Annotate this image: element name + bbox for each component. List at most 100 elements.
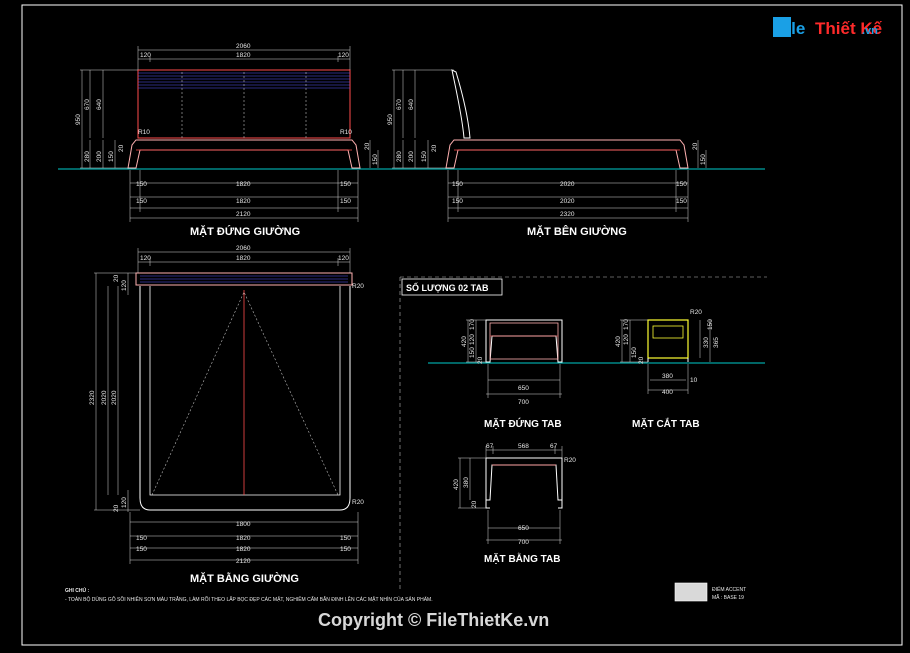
dim-right-a: 20 <box>364 142 371 150</box>
plan-tab-title: MẶT BẰNG TAB <box>484 552 560 565</box>
dim-bot-b-left: 150 <box>452 198 463 205</box>
bed-rail-outline <box>127 139 361 169</box>
dim-right-c: 150 <box>707 319 714 330</box>
dim-bot-total: 2320 <box>560 211 575 218</box>
dim-bot-c-left: 150 <box>136 546 147 553</box>
dim-top-total: 2060 <box>236 43 251 50</box>
dim-bot-b-mid: 1820 <box>236 535 251 542</box>
dim-bot-b: 700 <box>518 399 529 406</box>
plan-headboard <box>135 272 353 286</box>
dim-bot-b-right: 150 <box>340 198 351 205</box>
dim-bot-right: 10 <box>690 377 698 384</box>
dim-right-a: 330 <box>703 337 710 348</box>
cut-tab-section <box>647 319 689 359</box>
dim-bot-c-right: 150 <box>340 546 351 553</box>
dim-left-top-b: 20 <box>113 274 120 282</box>
dim-left-d: 200 <box>96 151 103 162</box>
plan-tab-view: 67 568 67 420 380 20 R20 650 700 MẶT BẰN… <box>453 443 576 565</box>
dim-left-e: 150 <box>108 151 115 162</box>
notes-line-1: - TOÀN BỘ DÙNG GỖ SỒI NHIÊN SƠN MÀU TRẮN… <box>65 595 433 603</box>
dim-bot-a: 650 <box>518 525 529 532</box>
front-tab-title: MẶT ĐỨNG TAB <box>484 417 562 430</box>
dim-left-b: 640 <box>408 99 415 110</box>
dim-top-left: 67 <box>486 443 494 450</box>
dim-bot-b-left: 150 <box>136 535 147 542</box>
plan-frame-outer <box>139 286 351 511</box>
tab-section-title: SỐ LƯỢNG 02 TAB <box>406 282 489 293</box>
dim-right-b: 150 <box>372 154 379 165</box>
logo-part-thietke: Thiết Kế <box>815 19 883 38</box>
side-bed-title: MẶT BÊN GIƯỜNG <box>527 225 627 238</box>
tab-section-label-box <box>401 278 503 296</box>
dim-left-a: 170 <box>623 319 630 330</box>
dim-bot-c-mid: 1820 <box>236 546 251 553</box>
dim-bot-a-mid: 1820 <box>236 181 251 188</box>
dim-bot-a-left: 150 <box>136 181 147 188</box>
dim-top-right: 67 <box>550 443 558 450</box>
side-bed-view: 950 670 640 280 200 150 20 20 150 150 20… <box>385 69 765 238</box>
cut-tab-title: MẶT CẮT TAB <box>632 417 700 430</box>
dim-corner-right: R10 <box>340 129 352 136</box>
legend-block: ĐIỂM ACCENT MÃ : BASE 19 <box>674 582 746 602</box>
dim-left-outer: 2320 <box>89 390 96 405</box>
plan-fold-lines <box>151 291 339 496</box>
dim-left-d: 20 <box>477 356 484 364</box>
front-tab-outline <box>485 319 563 363</box>
plan-frame-inner <box>149 286 341 496</box>
dim-corner: R20 <box>690 309 702 316</box>
dim-left-c: 280 <box>84 151 91 162</box>
dim-left-c: 150 <box>631 347 638 358</box>
tab-section: SỐ LƯỢNG 02 TAB 420 170 120 150 20 650 7… <box>399 276 767 590</box>
dim-left-a: 670 <box>84 99 91 110</box>
legend-line-2: MÃ : BASE 19 <box>712 594 744 601</box>
legend-swatch <box>674 582 708 602</box>
plan-bed-title: MẶT BẰNG GIƯỜNG <box>190 572 299 585</box>
dim-top-left: 120 <box>140 255 151 262</box>
dim-left-outer: 950 <box>387 114 394 125</box>
dim-left-outer: 420 <box>615 336 622 347</box>
legend-line-1: ĐIỂM ACCENT <box>712 586 746 593</box>
logo-part-vn: .vn <box>862 25 878 37</box>
backrest-outline <box>451 69 471 139</box>
logo-part-file: File <box>776 19 805 38</box>
front-bed-view: 2060 120 1820 120 950 670 640 280 200 15… <box>58 43 385 238</box>
side-rail-outline <box>445 139 689 169</box>
cut-tab-view: 420 170 120 150 20 330 365 150 R20 380 4… <box>615 309 720 430</box>
front-tab-view: 420 170 120 150 20 650 700 MẶT ĐỨNG TAB <box>461 319 563 430</box>
dim-left-a: 170 <box>469 319 476 330</box>
drawing-frame <box>21 4 903 646</box>
dim-top-right: 120 <box>338 52 349 59</box>
dim-left-a: 380 <box>463 477 470 488</box>
dim-right-b: 150 <box>700 154 707 165</box>
notes-heading: GHI CHÚ : <box>65 587 90 594</box>
dim-left-b: 2020 <box>111 390 118 405</box>
dim-top-mid: 1820 <box>236 52 251 59</box>
dim-left-b: 640 <box>96 99 103 110</box>
dim-bot-a-right: 150 <box>676 181 687 188</box>
dim-left-d: 20 <box>638 356 645 364</box>
dim-top-mid: 568 <box>518 443 529 450</box>
dim-bot-b-right: 150 <box>340 535 351 542</box>
copyright-watermark: Copyright © FileThietKe.vn <box>318 610 549 630</box>
dim-bot-b: 700 <box>518 539 529 546</box>
dim-left-bot-b: 20 <box>113 504 120 512</box>
dim-bot-total: 2120 <box>236 211 251 218</box>
dim-top-left: 120 <box>140 52 151 59</box>
dim-top-right: 120 <box>338 255 349 262</box>
dim-bot-a-mid: 2020 <box>560 181 575 188</box>
dim-bot-b-mid: 2020 <box>560 198 575 205</box>
dim-left-outer: 420 <box>461 336 468 347</box>
dim-bot-b-left: 150 <box>136 198 147 205</box>
dim-left-b: 120 <box>623 334 630 345</box>
dim-top-total: 2060 <box>236 245 251 252</box>
front-tab-drawer <box>489 322 559 360</box>
notes-block: GHI CHÚ : - TOÀN BỘ DÙNG GỖ SỒI NHIÊN SƠ… <box>65 587 433 603</box>
plan-bed-view: 2060 120 1820 120 2320 2020 2020 120 20 … <box>89 245 364 585</box>
dim-left-d: 200 <box>408 151 415 162</box>
dim-bot-a: 650 <box>518 385 529 392</box>
dim-left-top-a: 120 <box>121 280 128 291</box>
dim-left-outer: 950 <box>75 114 82 125</box>
logo-mark-icon <box>773 17 791 37</box>
dim-left-bot-a: 120 <box>121 497 128 508</box>
